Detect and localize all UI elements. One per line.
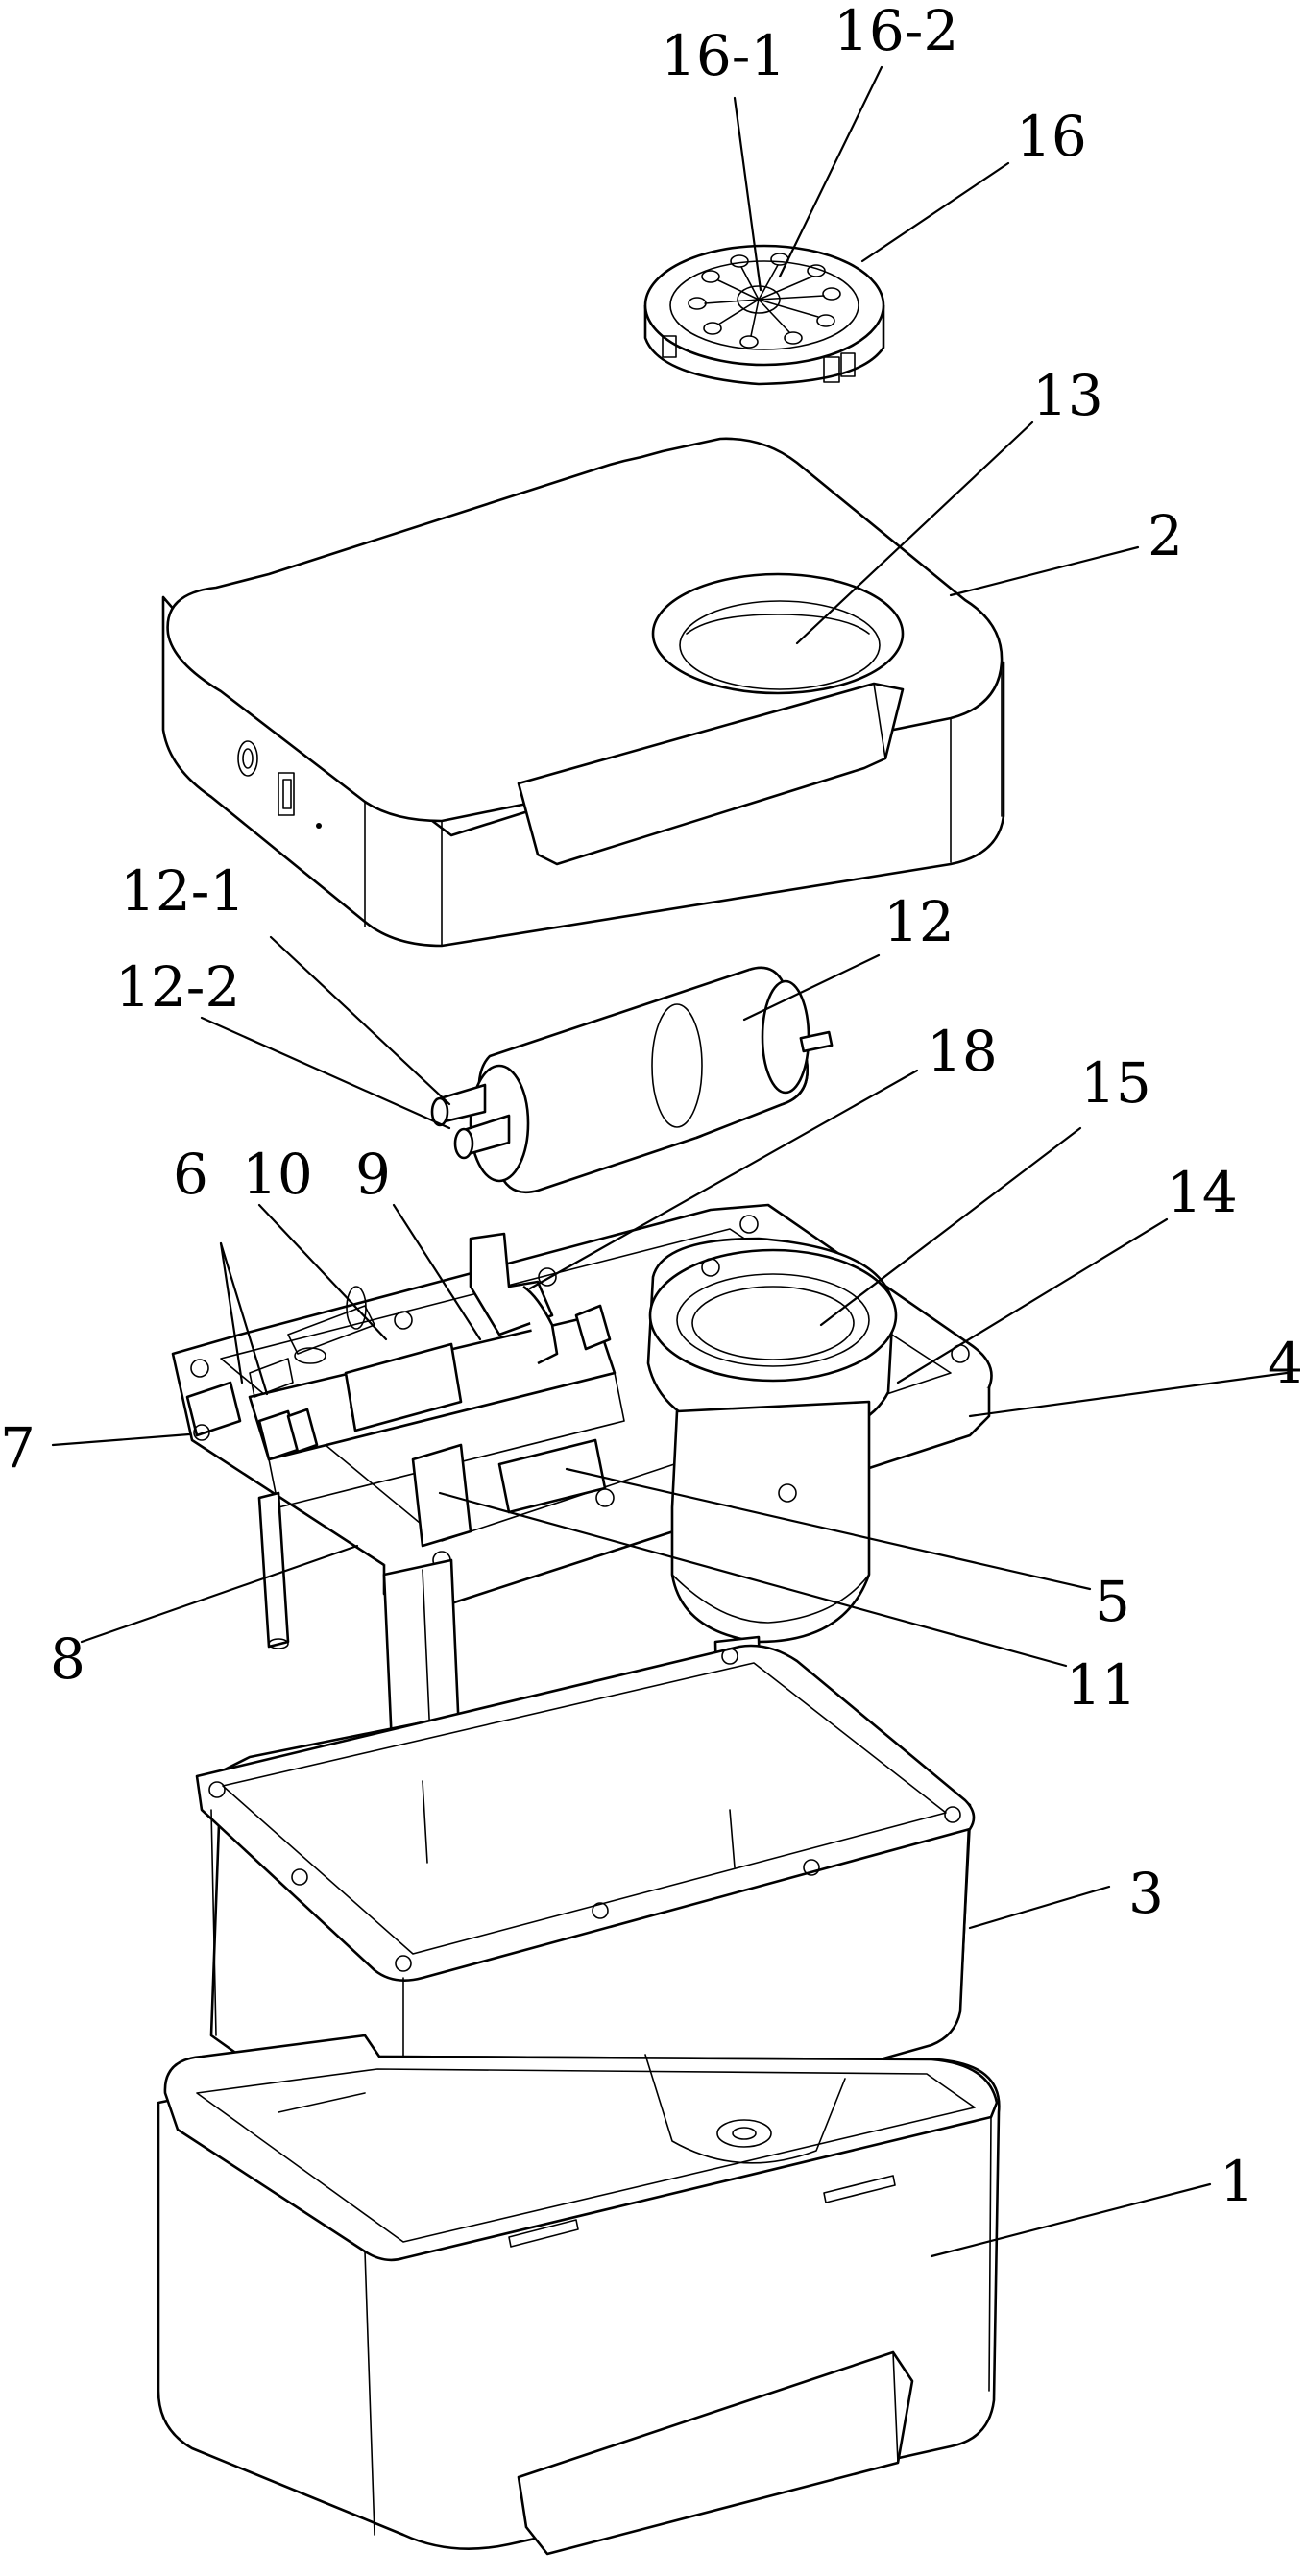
part-2-top-lid	[161, 437, 1005, 948]
label-16-2: 16-2	[834, 0, 958, 63]
label-8: 8	[50, 1626, 85, 1692]
leader-lines	[51, 65, 1289, 2258]
label-16: 16	[1016, 104, 1087, 169]
label-12-2: 12-2	[115, 954, 240, 1020]
part-3-inner-tank	[195, 1644, 976, 2183]
label-16-1: 16-1	[661, 23, 786, 88]
label-15: 15	[1080, 1050, 1151, 1116]
label-7: 7	[0, 1415, 36, 1481]
label-4: 4	[1268, 1331, 1303, 1396]
label-12-1: 12-1	[120, 858, 245, 924]
label-10: 10	[242, 1142, 313, 1207]
part-16-nozzle-disc	[643, 244, 885, 386]
part-labels: 16-1 16-2 16 13 2 12-1 12 12-2 18 15 6 1…	[0, 0, 1303, 2214]
part-1-base	[157, 2034, 1001, 2556]
label-2: 2	[1148, 503, 1183, 568]
part-12-pump-motor	[430, 966, 834, 1194]
label-9: 9	[355, 1142, 391, 1207]
label-5: 5	[1095, 1569, 1130, 1634]
label-14: 14	[1167, 1160, 1238, 1225]
label-12: 12	[883, 889, 955, 954]
part-4-middle-frame	[171, 1203, 993, 1649]
label-1: 1	[1220, 2149, 1255, 2214]
label-18: 18	[927, 1019, 998, 1084]
label-11: 11	[1066, 1652, 1137, 1718]
label-13: 13	[1032, 363, 1103, 428]
label-6: 6	[173, 1142, 208, 1207]
label-3: 3	[1128, 1861, 1164, 1926]
